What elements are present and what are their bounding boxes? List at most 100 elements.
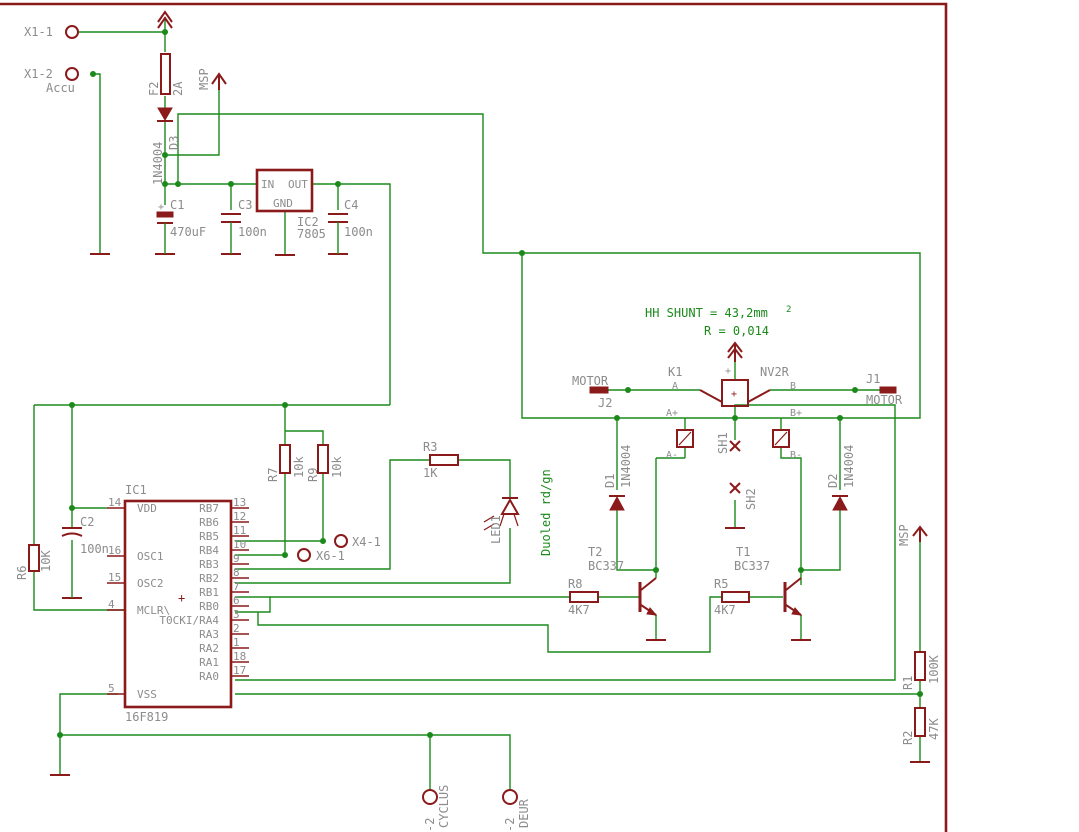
svg-text:-2: -2 xyxy=(423,818,437,832)
svg-text:F2: F2 xyxy=(147,82,161,96)
svg-text:HH SHUNT = 43,2mm: HH SHUNT = 43,2mm xyxy=(645,306,768,320)
svg-text:BC337: BC337 xyxy=(734,559,770,573)
svg-text:T2: T2 xyxy=(588,545,602,559)
svg-text:DEUR: DEUR xyxy=(517,798,531,828)
sheet-frame xyxy=(0,2,948,832)
svg-text:R9: R9 xyxy=(306,468,320,482)
svg-text:SH1: SH1 xyxy=(716,432,730,454)
svg-text:R1: R1 xyxy=(901,676,915,690)
msp-arrow-icon: MSP xyxy=(197,68,227,90)
diode-d2: D2 1N4004 xyxy=(826,445,856,511)
mcu-pin-label: RA3 xyxy=(199,628,219,641)
svg-text:LED1: LED1 xyxy=(489,515,503,544)
connector-deur: DEUR -2 xyxy=(502,789,531,832)
connector-x4-1: X4-1 xyxy=(334,534,381,549)
svg-text:GND: GND xyxy=(273,197,293,210)
svg-text:R3: R3 xyxy=(423,440,437,454)
svg-text:IC1: IC1 xyxy=(125,483,147,497)
transistor-t2: T2 BC337 xyxy=(588,545,658,616)
led-led1: LED1 Duoled rd/gn xyxy=(483,469,553,556)
mcu-pin-label: T0CKI/RA4 xyxy=(159,614,219,627)
svg-text:J1: J1 xyxy=(866,372,880,386)
mcu-pin-number: 7 xyxy=(233,580,240,593)
fuse-f2: F2 2A xyxy=(147,53,185,96)
svg-text:1K: 1K xyxy=(423,466,438,480)
mcu-pin-number: 16 xyxy=(108,544,121,557)
connector-x6-1: X6-1 xyxy=(297,548,345,563)
svg-text:100n: 100n xyxy=(238,225,267,239)
mcu-pin-number: 3 xyxy=(233,608,240,621)
svg-text:B+: B+ xyxy=(790,408,802,419)
mcu-pin-label: RB1 xyxy=(199,586,219,599)
svg-text:47K: 47K xyxy=(927,718,941,740)
svg-text:K1: K1 xyxy=(668,365,682,379)
svg-text:X6-1: X6-1 xyxy=(316,549,345,563)
mcu-pin-number: 5 xyxy=(108,682,115,695)
supply-arrow-top-icon xyxy=(157,10,173,29)
mcu-pin-label: RA0 xyxy=(199,670,219,683)
resistor-r6: R6 10K xyxy=(15,544,53,580)
svg-text:B: B xyxy=(790,381,796,392)
svg-text:10k: 10k xyxy=(330,456,344,478)
mcu-pin-number: 11 xyxy=(233,524,246,537)
svg-text:MSP: MSP xyxy=(897,524,911,546)
resistor-r9: R9 10k xyxy=(306,444,344,482)
capacitor-c2: C2 100n xyxy=(61,515,109,556)
wires xyxy=(33,20,921,790)
mcu-pin-label: OSC2 xyxy=(137,577,164,590)
svg-text:Accu: Accu xyxy=(46,81,75,95)
svg-text:R6: R6 xyxy=(15,566,29,580)
svg-text:T1: T1 xyxy=(736,545,750,559)
svg-text:10k: 10k xyxy=(292,456,306,478)
svg-text:100n: 100n xyxy=(80,542,109,556)
shunt-note: HH SHUNT = 43,2mm 2 R = 0,014 xyxy=(645,305,791,338)
mcu-pin-label: VSS xyxy=(137,688,157,701)
shunt-sh2: SH2 xyxy=(729,482,758,510)
svg-text:J2: J2 xyxy=(598,396,612,410)
svg-text:100n: 100n xyxy=(344,225,373,239)
connector-x1-2: X1-2 Accu xyxy=(24,67,79,95)
svg-text:CYCLUS: CYCLUS xyxy=(437,785,451,828)
connector-j1-motor: J1 MOTOR xyxy=(866,372,903,407)
mcu-pin-label: RB0 xyxy=(199,600,219,613)
mcu-pin-number: 6 xyxy=(233,594,240,607)
resistor-r2: R2 47K xyxy=(901,707,941,745)
svg-text:C4: C4 xyxy=(344,198,358,212)
resistor-r3: R3 1K xyxy=(423,440,459,480)
mcu-pin-number: 14 xyxy=(108,496,122,509)
svg-text:10K: 10K xyxy=(39,550,53,572)
svg-text:BC337: BC337 xyxy=(588,559,624,573)
mcu-pin-number: 18 xyxy=(233,650,246,663)
mcu-pin-number: 15 xyxy=(108,571,121,584)
k1-supply-arrow-icon xyxy=(727,341,743,362)
svg-text:4K7: 4K7 xyxy=(568,603,590,617)
mcu-pin-number: 13 xyxy=(233,496,246,509)
mcu-pin-label: RB6 xyxy=(199,516,219,529)
svg-text:D2: D2 xyxy=(826,474,840,488)
mcu-pin-number: 4 xyxy=(108,598,115,611)
svg-text:2A: 2A xyxy=(171,81,185,96)
svg-text:470uF: 470uF xyxy=(170,225,206,239)
svg-text:R5: R5 xyxy=(714,577,728,591)
capacitor-c1: + C1 470uF xyxy=(156,198,206,254)
mcu-pin-label: RB2 xyxy=(199,572,219,585)
mcu-pin-number: 12 xyxy=(233,510,246,523)
svg-text:X1-1: X1-1 xyxy=(24,25,53,39)
msp-right-arrow-icon: MSP xyxy=(897,524,928,546)
svg-text:1N4004: 1N4004 xyxy=(151,142,165,185)
svg-text:OUT: OUT xyxy=(288,178,308,191)
mcu-pin-label: RB5 xyxy=(199,530,219,543)
svg-text:IC2: IC2 xyxy=(297,215,319,229)
svg-text:C2: C2 xyxy=(80,515,94,529)
mcu-pin-label: RA1 xyxy=(199,656,219,669)
svg-text:D3: D3 xyxy=(167,136,181,150)
connector-j2-motor: MOTOR J2 xyxy=(572,374,612,410)
shunt-sh1: SH1 xyxy=(716,432,741,454)
svg-text:NV2R: NV2R xyxy=(760,365,790,379)
junctions xyxy=(57,29,923,738)
diode-d3: D3 1N4004 xyxy=(151,107,181,185)
svg-text:MSP: MSP xyxy=(197,68,211,90)
mcu-pin-number: 1 xyxy=(233,636,240,649)
capacitor-c3: C3 100n xyxy=(221,198,267,254)
